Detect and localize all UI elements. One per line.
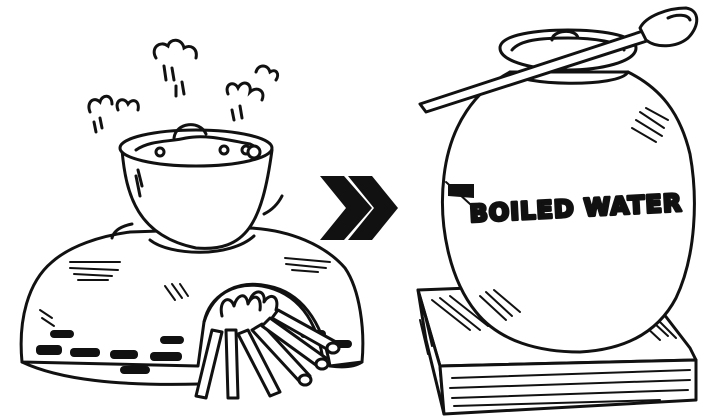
- double-arrow-icon: [320, 176, 398, 240]
- steam-icon: [89, 40, 278, 132]
- water-jar-icon: BOILED WATER: [442, 30, 694, 352]
